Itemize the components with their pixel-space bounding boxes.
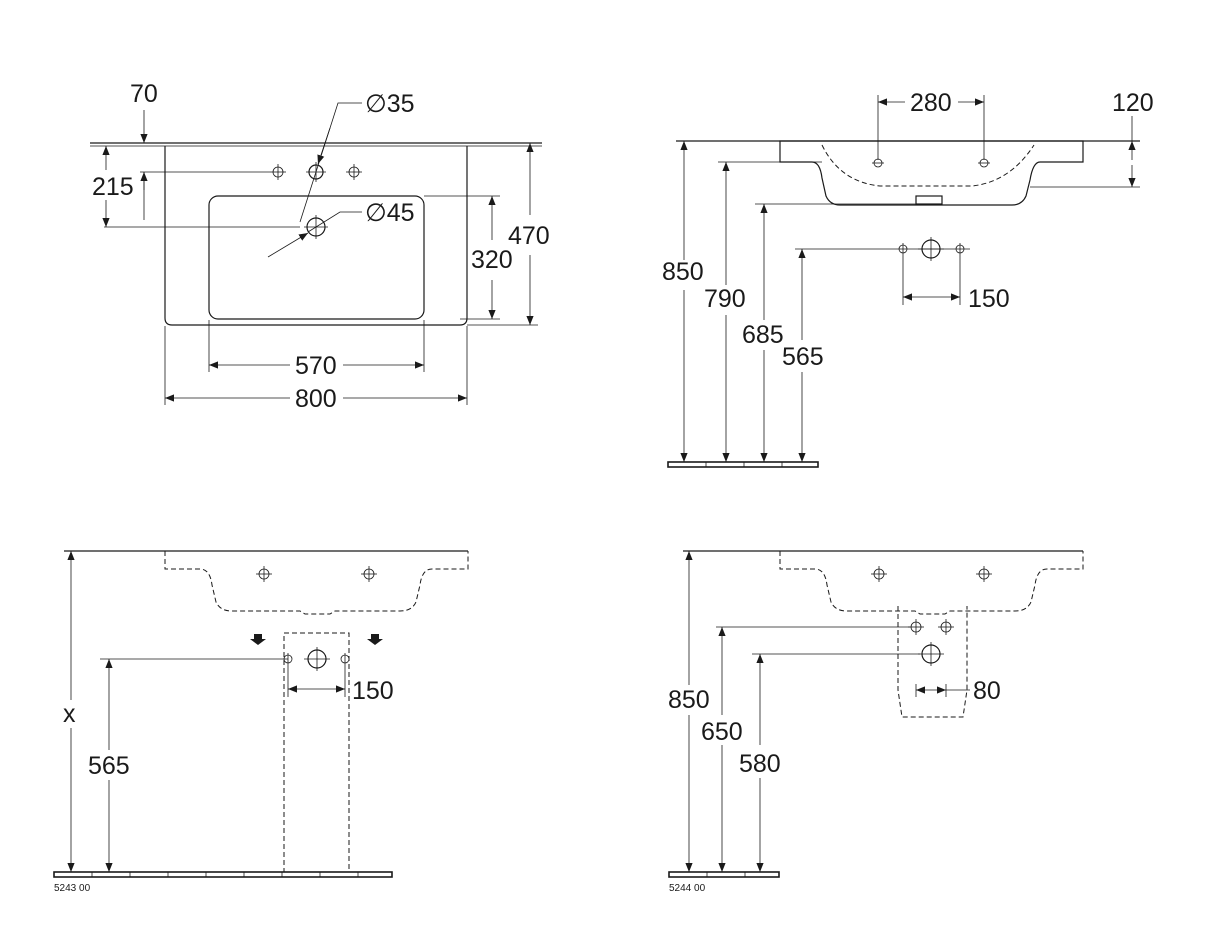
floor-line [53, 871, 393, 878]
dim-tap-spacing: 280 [910, 89, 952, 117]
dim-height-790: 790 [704, 285, 746, 313]
dim-spacing-80: 80 [973, 677, 1001, 705]
basin-hidden-outline [164, 551, 469, 615]
dim-total-depth: 470 [508, 222, 550, 250]
floor-line [668, 871, 780, 878]
dim-bowl-width: 570 [295, 352, 337, 380]
dim-height-565: 565 [88, 752, 130, 780]
dim-tap-offset: 70 [130, 80, 158, 108]
dim-height-685: 685 [742, 321, 784, 349]
basin-outline [164, 146, 468, 326]
tap-holes [270, 162, 362, 182]
dim-tap-hole: ∅35 [365, 90, 415, 118]
dim-spacing-150: 150 [968, 285, 1010, 313]
dim-total-width: 800 [295, 385, 337, 413]
waste-outlet [915, 195, 943, 205]
pedestal-hidden-outline [283, 632, 350, 873]
product-code: 5243 00 [54, 883, 91, 894]
product-code: 5244 00 [669, 883, 706, 894]
bowl-hidden-line [821, 144, 1035, 187]
dim-spacing-150: 150 [352, 677, 394, 705]
dim-height-850: 850 [662, 258, 704, 286]
dim-height-565: 565 [782, 343, 824, 371]
dim-height-850: 850 [668, 686, 710, 714]
dim-tap-depth: 215 [92, 173, 134, 201]
semi-pedestal-view: 850 650 580 80 5244 00 [668, 550, 1084, 894]
top-view: 70 215 ∅35 ∅45 320 470 570 [90, 80, 550, 413]
front-elevation-view: 280 120 850 790 685 565 150 [662, 89, 1154, 468]
dim-height-x: x [63, 700, 76, 728]
pedestal-view: x 565 150 5243 00 [53, 550, 469, 894]
dim-height-top: 120 [1112, 89, 1154, 117]
basin-hidden-outline [779, 551, 1084, 615]
basin-profile [779, 140, 1084, 206]
bowl-outline [208, 195, 425, 320]
dim-bowl-depth: 320 [471, 246, 513, 274]
dim-height-650: 650 [701, 718, 743, 746]
floor-line [667, 461, 819, 468]
semi-pedestal-hidden-outline [897, 606, 968, 718]
dim-waste-hole: ∅45 [365, 199, 415, 227]
dim-height-580: 580 [739, 750, 781, 778]
